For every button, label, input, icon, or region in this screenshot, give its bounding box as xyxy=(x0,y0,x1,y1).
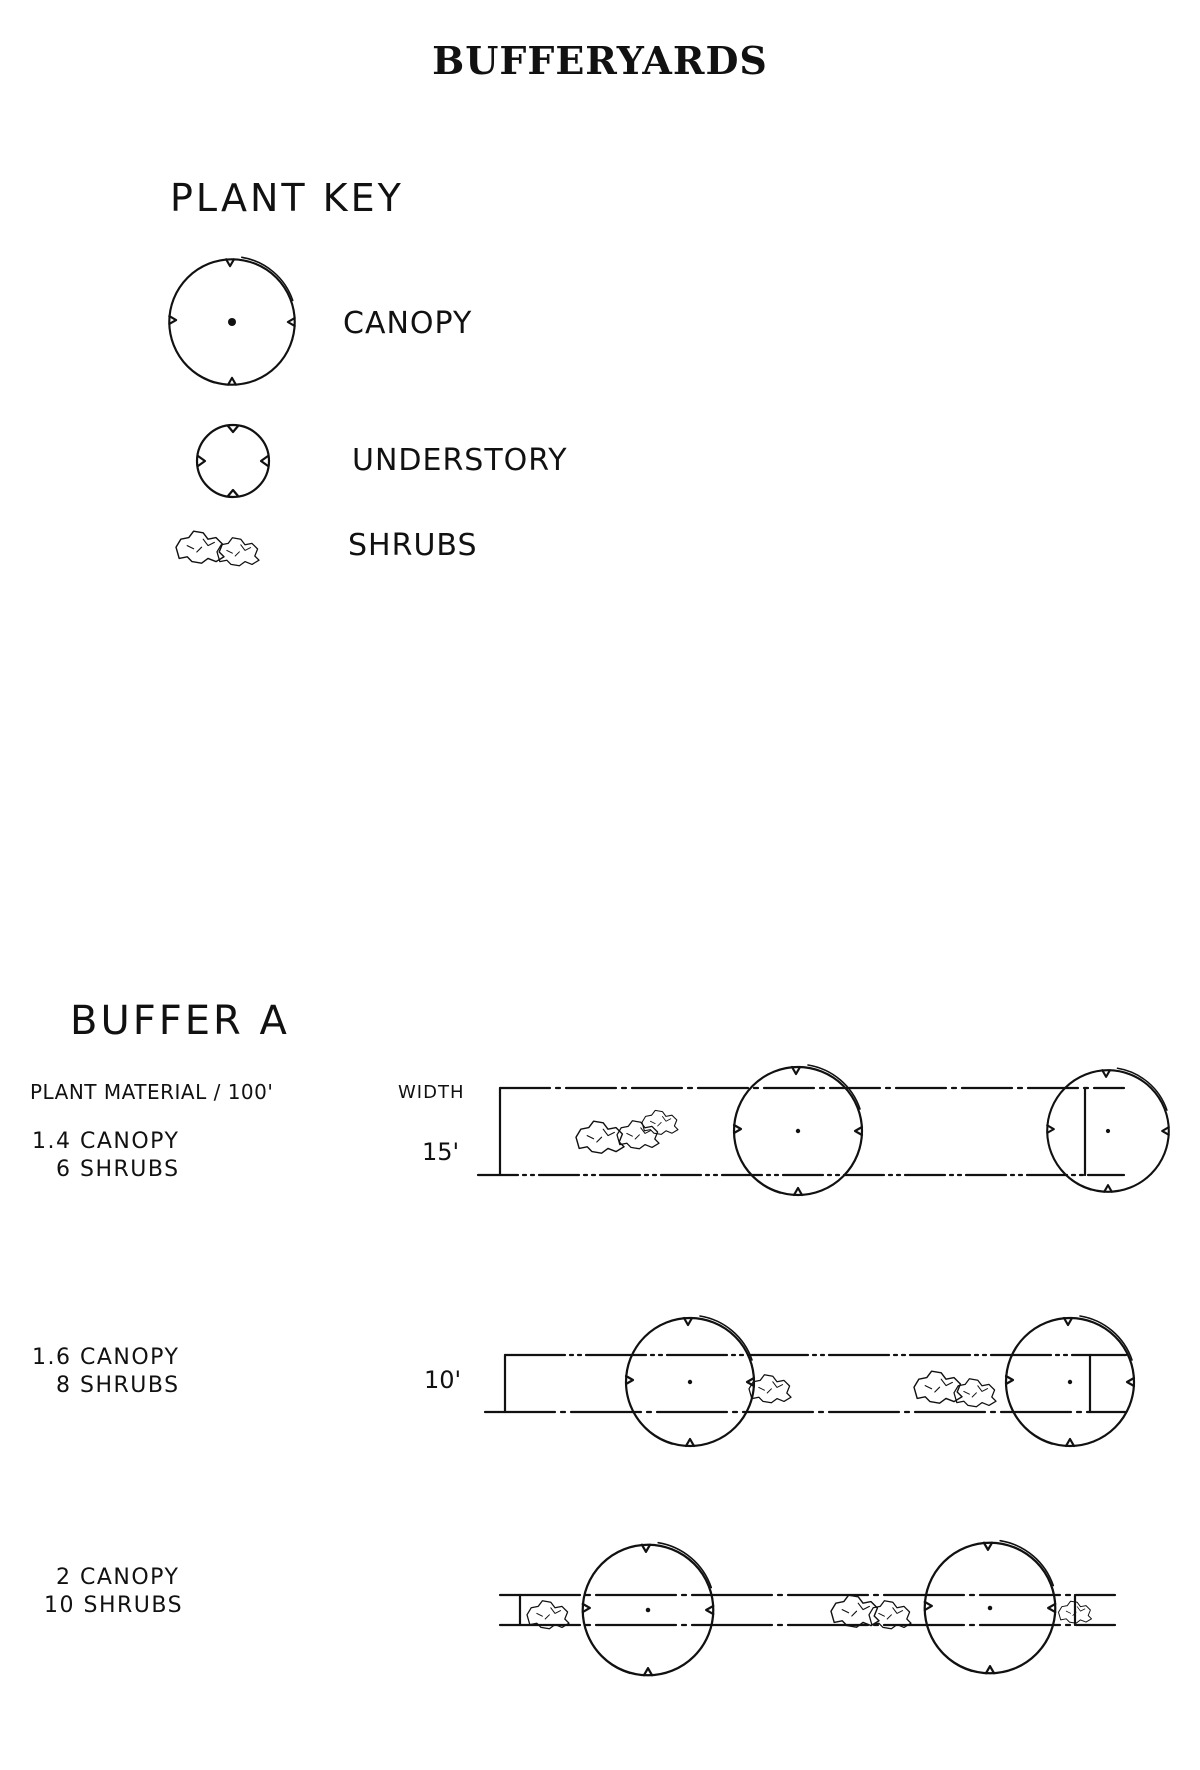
plant-material-column-label: PLANT MATERIAL / 100' xyxy=(30,1080,274,1104)
buffer-option-3: 2 CANOPY 10 SHRUBS xyxy=(44,1564,183,1620)
shrub-cluster-icon xyxy=(526,1594,1093,1630)
key-label-canopy: CANOPY xyxy=(343,306,473,341)
buffer-option-2: 1.6 CANOPY 8 SHRUBS xyxy=(32,1344,180,1400)
option-2-shrubs: 8 SHRUBS xyxy=(56,1373,180,1398)
plant-key-heading: PLANT KEY xyxy=(170,176,404,220)
canopy-tree-icon xyxy=(624,1314,756,1448)
option-1-width: 15' xyxy=(422,1138,460,1166)
key-label-shrubs: SHRUBS xyxy=(348,528,478,563)
buffer-plan-option-1 xyxy=(476,1063,1170,1197)
option-1-shrubs: 6 SHRUBS xyxy=(56,1157,180,1182)
option-3-canopy: 2 CANOPY xyxy=(56,1565,180,1590)
key-label-understory: UNDERSTORY xyxy=(352,443,568,478)
buffer-plan-option-3 xyxy=(498,1539,1117,1677)
page-title: BUFFERYARDS xyxy=(432,38,768,83)
option-3-shrubs: 10 SHRUBS xyxy=(44,1593,184,1618)
buffer-heading: BUFFER A xyxy=(70,998,290,1044)
buffer-plan-option-2 xyxy=(483,1314,1136,1448)
canopy-tree-icon xyxy=(1046,1067,1170,1193)
shrub-cluster-icon xyxy=(748,1370,997,1408)
understory-tree-icon xyxy=(195,423,271,499)
width-column-label: WIDTH xyxy=(398,1082,465,1103)
canopy-tree-icon xyxy=(923,1539,1057,1675)
option-2-canopy: 1.6 CANOPY xyxy=(32,1345,180,1370)
canopy-tree-icon xyxy=(581,1541,715,1677)
canopy-tree-icon xyxy=(1004,1314,1136,1448)
option-1-canopy: 1.4 CANOPY xyxy=(32,1129,180,1154)
buffer-option-1: 1.4 CANOPY 6 SHRUBS xyxy=(32,1128,180,1184)
shrub-cluster-icon xyxy=(175,530,260,567)
shrub-cluster-icon xyxy=(575,1109,679,1155)
option-2-width: 10' xyxy=(424,1366,462,1394)
canopy-tree-icon xyxy=(168,256,296,386)
